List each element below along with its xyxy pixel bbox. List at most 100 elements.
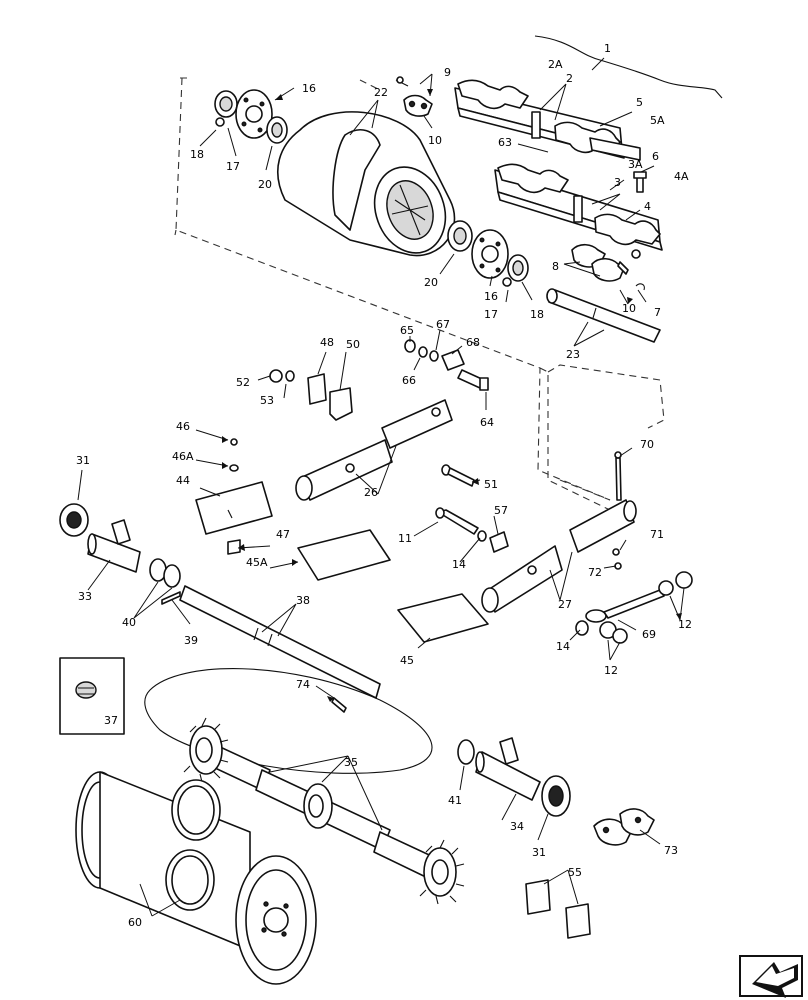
shaft-23 (546, 288, 661, 343)
assembly-boundary (547, 364, 665, 501)
bolt-6 (633, 171, 647, 193)
leader-lines (77, 57, 685, 917)
callout-73: 73 (664, 844, 678, 857)
arrow-back-icon (752, 962, 798, 998)
callout-46A: 46A (172, 450, 194, 463)
callout-47: 47 (276, 528, 290, 541)
callout-55: 55 (568, 866, 582, 879)
callout-45: 45 (400, 654, 414, 667)
callout-17: 17 (484, 308, 498, 321)
callout-45A: 45A (246, 556, 268, 569)
callout-74: 74 (296, 678, 310, 691)
callout-66: 66 (402, 374, 416, 387)
callout-1: 1 (604, 42, 611, 55)
callout-5: 5 (636, 96, 643, 109)
callout-70: 70 (640, 438, 654, 451)
callout-37: 37 (104, 714, 118, 727)
callout-72: 72 (588, 566, 602, 579)
arm-26 (295, 399, 453, 501)
callout-27: 27 (558, 598, 572, 611)
callout-60: 60 (128, 916, 142, 929)
callout-69: 69 (642, 628, 656, 641)
frame-section-lower (494, 163, 663, 251)
bearing-group-mid-right (447, 220, 529, 287)
callout-51: 51 (484, 478, 498, 491)
chain-link-73 (593, 808, 655, 846)
plate-44 (195, 438, 273, 555)
callout-71: 71 (650, 528, 664, 541)
callout-64: 64 (480, 416, 494, 429)
callout-44: 44 (176, 474, 190, 487)
drum-60 (75, 771, 317, 985)
callout-2A: 2A (548, 58, 563, 71)
callout-6: 6 (652, 150, 659, 163)
bearing-31-upper (59, 503, 141, 573)
callout-31: 31 (532, 846, 546, 859)
torn-edge (534, 35, 723, 99)
plate-45 (397, 593, 489, 643)
callout-5A: 5A (650, 114, 665, 127)
assembly-boundary (174, 77, 611, 511)
chain-link-9 (395, 76, 433, 117)
roller-22 (277, 111, 456, 257)
callout-23: 23 (566, 348, 580, 361)
callout-17: 17 (226, 160, 240, 173)
pin-39 (161, 591, 181, 605)
callout-18: 18 (530, 308, 544, 321)
leader-arrowheads (222, 89, 682, 702)
callout-52: 52 (236, 376, 250, 389)
spacer-group-65-68 (404, 339, 489, 391)
callout-35: 35 (344, 756, 358, 769)
arm-27 (481, 451, 637, 613)
callout-38: 38 (296, 594, 310, 607)
callout-26: 26 (364, 486, 378, 499)
callout-68: 68 (466, 336, 480, 349)
callout-16: 16 (302, 82, 316, 95)
callout-12: 12 (604, 664, 618, 677)
pin-74 (331, 697, 347, 713)
callout-9: 9 (444, 66, 451, 79)
callout-16: 16 (484, 290, 498, 303)
frame-section-upper (454, 79, 641, 161)
callout-14: 14 (452, 558, 466, 571)
callout-50: 50 (346, 338, 360, 351)
callout-46: 46 (176, 420, 190, 433)
callout-40: 40 (122, 616, 136, 629)
callout-2: 2 (566, 72, 573, 85)
callout-12: 12 (678, 618, 692, 631)
callout-41: 41 (448, 794, 462, 807)
plates-55 (525, 879, 591, 939)
callout-3A: 3A (628, 158, 643, 171)
callout-20: 20 (258, 178, 272, 191)
bearing-group-upper-left (214, 89, 288, 144)
callout-4A: 4A (674, 170, 689, 183)
callout-67: 67 (436, 318, 450, 331)
callout-63: 63 (498, 136, 512, 149)
chain-link-8 (571, 243, 641, 282)
washers-40 (149, 558, 181, 588)
callout-33: 33 (78, 590, 92, 603)
assembly-boundary (180, 77, 381, 91)
callout-18: 18 (190, 148, 204, 161)
callout-48: 48 (320, 336, 334, 349)
callout-3: 3 (614, 176, 621, 189)
bolt-51 (441, 464, 475, 487)
callout-labels: 1 2A 2 5 5A 9 10 16 22 18 17 20 63 3A 6 … (76, 42, 692, 929)
bolt-11 (435, 507, 509, 553)
shaft-38 (179, 585, 381, 699)
callout-34: 34 (510, 820, 524, 833)
callout-57: 57 (494, 504, 508, 517)
bearing-31-lower (457, 737, 571, 817)
callout-31: 31 (76, 454, 90, 467)
callout-7: 7 (654, 306, 661, 319)
sprocket-shaft-35 (183, 717, 465, 905)
callout-39: 39 (184, 634, 198, 647)
callout-22: 22 (374, 86, 388, 99)
callout-10: 10 (622, 302, 636, 315)
nav-back-button[interactable] (739, 955, 803, 998)
callout-11: 11 (398, 532, 412, 545)
inset-box-37 (59, 657, 125, 735)
callout-53: 53 (260, 394, 274, 407)
plate-48-50 (269, 369, 353, 421)
